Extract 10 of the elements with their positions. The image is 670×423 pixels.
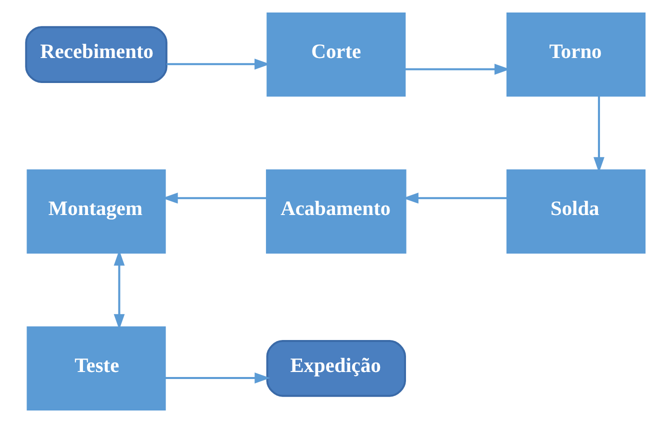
node-box: Expedição bbox=[266, 340, 406, 397]
node-box: Corte bbox=[266, 12, 406, 97]
node-box: Acabamento bbox=[265, 169, 406, 254]
node-box: Recebimento bbox=[24, 26, 167, 83]
node-box: Teste bbox=[26, 326, 166, 411]
node-box: Montagem bbox=[26, 169, 166, 254]
node-box: Torno bbox=[506, 12, 646, 97]
arrow bbox=[164, 372, 270, 384]
arrow bbox=[166, 58, 270, 70]
node-box: Solda bbox=[506, 169, 646, 254]
